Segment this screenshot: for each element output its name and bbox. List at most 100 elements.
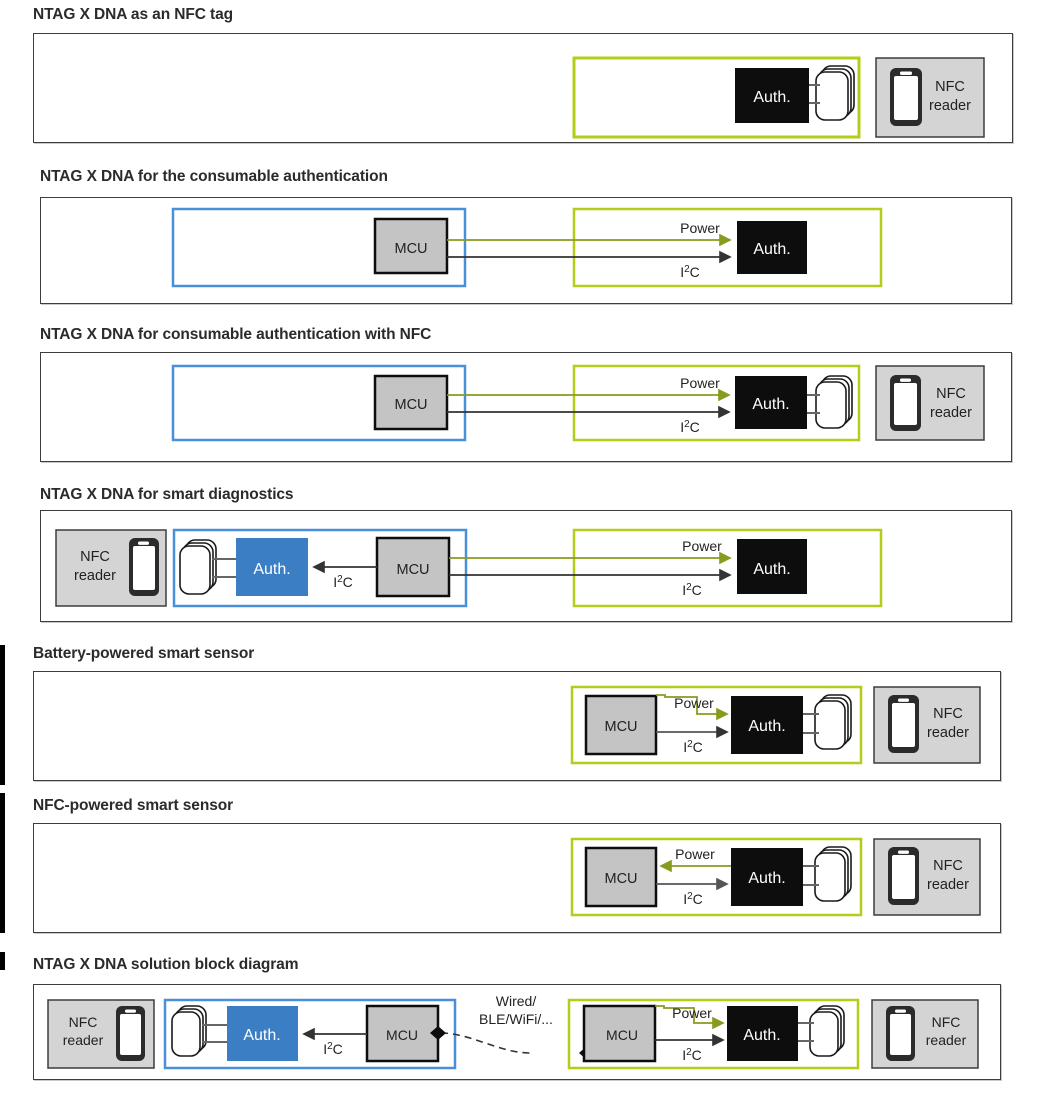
section-graphic: MCU Auth. Power I2C: [0, 318, 1051, 473]
antenna-icon: [815, 375, 853, 429]
phone-icon: [116, 1006, 145, 1061]
nfc-reader-block: NFC reader: [55, 529, 167, 607]
section-title: NFC-powered smart sensor: [33, 797, 234, 814]
mcu-label: MCU: [386, 1027, 418, 1043]
section-ntag-x-dna-as-nfc-tag: NTAG X DNA as an NFC tag Auth.: [0, 0, 1051, 155]
section-title: Battery-powered smart sensor: [33, 645, 255, 662]
auth-label: Auth.: [753, 241, 790, 258]
mcu-label: MCU: [396, 562, 429, 578]
mcu-label: MCU: [394, 241, 427, 257]
i2c-label: I2C: [680, 264, 700, 281]
power-label: Power: [680, 220, 720, 236]
nfc-reader-label-2: reader: [74, 568, 116, 584]
auth-label: Auth.: [253, 561, 290, 578]
auth-block: [727, 1006, 798, 1061]
i2c-label: I2C: [333, 574, 353, 591]
nfc-reader-block: NFC reader: [873, 838, 981, 916]
green-group-box: [572, 364, 861, 442]
section-graphic: Auth. NFC reader: [0, 0, 1051, 155]
power-label: Power: [672, 1005, 712, 1021]
mcu-label-2: MCU: [606, 1027, 638, 1043]
auth-block: [735, 68, 809, 123]
mcu-label: MCU: [604, 719, 637, 735]
mcu-label: MCU: [394, 397, 427, 413]
phone-icon: [890, 375, 921, 431]
section-graphic: MCU Power I2C Auth.: [0, 637, 1051, 792]
auth-block: [735, 376, 807, 429]
antenna-wires: [202, 1024, 227, 1043]
auth-label: Auth.: [753, 561, 790, 578]
antenna-icon: [179, 539, 217, 595]
green-group-box: [570, 837, 863, 917]
nfc-reader-label-2: reader: [926, 1032, 967, 1048]
auth-label: Auth.: [752, 396, 789, 413]
green-group-box: [570, 685, 863, 765]
section-ntag-x-dna-consumable-authentication: NTAG X DNA for the consumable authentica…: [0, 160, 1051, 315]
mcu-block: [584, 846, 658, 908]
i2c-label-2: I2C: [682, 582, 702, 599]
auth-block: [731, 696, 803, 754]
power-label: Power: [680, 375, 720, 391]
mcu-block-right: [582, 1004, 657, 1063]
i2c-label: I2C: [680, 419, 700, 436]
antenna-wires: [806, 394, 820, 414]
section-title: NTAG X DNA for the consumable authentica…: [40, 168, 388, 185]
section-title: NTAG X DNA as an NFC tag: [33, 6, 233, 23]
antenna-icon: [171, 1005, 207, 1057]
i2c-label: I2C: [683, 739, 703, 756]
nfc-reader-label-1: NFC: [932, 1014, 961, 1030]
nfc-reader-label-1: NFC: [935, 79, 965, 95]
power-label: Power: [674, 695, 714, 711]
mcu-block: [375, 536, 451, 598]
diamond-left: [430, 1026, 446, 1040]
green-group-box: [572, 207, 883, 288]
left-bleed-bar-upper: [0, 645, 5, 785]
i2c-label: I2C: [323, 1041, 343, 1058]
wired-label-2: BLE/WiFi/...: [479, 1011, 553, 1027]
left-bleed-bar-bottom: [0, 952, 5, 970]
power-label: Power: [675, 846, 715, 862]
auth-blue-block: [227, 1006, 298, 1061]
blue-group-box: [171, 207, 467, 288]
phone-icon: [129, 538, 159, 596]
auth-block: [737, 539, 807, 594]
auth-label: Auth.: [748, 718, 785, 735]
antenna-wires: [212, 558, 236, 578]
antenna-icon-right: [809, 1005, 845, 1057]
section-ntag-x-dna-smart-diagnostics: NTAG X DNA for smart diagnostics NFC rea…: [0, 477, 1051, 637]
section-ntag-x-dna-solution-block-diagram: NTAG X DNA solution block diagram NFC re…: [0, 948, 1051, 1116]
section-graphic: MCU Power I2C Auth.: [0, 789, 1051, 944]
i2c-label-2: I2C: [682, 1047, 702, 1064]
nfc-reader-block: NFC reader: [875, 365, 985, 441]
auth-label-2: Auth.: [743, 1027, 780, 1044]
nfc-reader-label-2: reader: [927, 877, 969, 893]
section-title: NTAG X DNA for smart diagnostics: [40, 486, 294, 503]
phone-icon: [888, 847, 919, 905]
section-graphic: NFC reader: [0, 948, 1051, 1116]
power-arrow: [655, 1005, 725, 1030]
antenna-wires: [808, 84, 820, 104]
blue-group-box: [171, 364, 467, 442]
auth-block: [731, 848, 803, 906]
mcu-label: MCU: [604, 871, 637, 887]
nfc-reader-label-1: NFC: [936, 386, 966, 402]
nfc-reader-label-1: NFC: [80, 549, 110, 565]
auth-block: [737, 221, 807, 274]
antenna-icon: [815, 65, 855, 121]
power-arrow: [656, 694, 729, 721]
antenna-wires: [803, 865, 819, 886]
antenna-icon: [814, 694, 852, 750]
auth-blue-block: [236, 538, 308, 596]
green-group-box: [572, 56, 861, 139]
i2c-label: I2C: [683, 891, 703, 908]
green-group-box: [572, 528, 883, 608]
antenna-wires-right: [798, 1022, 814, 1042]
section-graphic: MCU Auth. Power I2C: [0, 160, 1051, 315]
nfc-reader-block: NFC reader: [873, 686, 981, 764]
antenna-wires: [803, 713, 819, 734]
section-title: NTAG X DNA for consumable authentication…: [40, 326, 432, 343]
phone-icon: [890, 68, 922, 126]
nfc-reader-label-1: NFC: [69, 1014, 98, 1030]
section-ntag-x-dna-consumable-authentication-with-nfc: NTAG X DNA for consumable authentication…: [0, 318, 1051, 473]
